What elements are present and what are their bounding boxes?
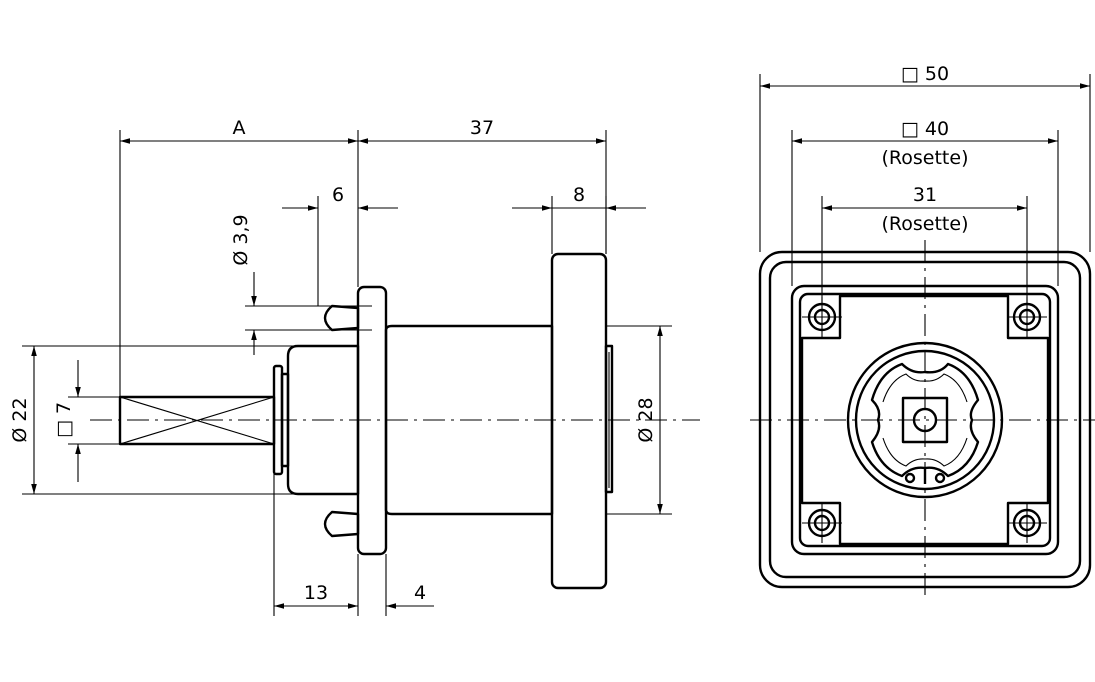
dim-31-label: 31 [913, 184, 937, 206]
dim-sq40-label: □ 40 [901, 118, 949, 140]
front-view: □ 50 □ 40 (Rosette) 31 (Rosette) [750, 63, 1095, 600]
screw-hole-br [1007, 503, 1047, 543]
dim-phi28-label: Ø 28 [635, 397, 657, 442]
dim-phi22-label: Ø 22 [9, 397, 31, 442]
dim-phi39-label: Ø 3,9 [230, 214, 252, 265]
lower-pin [323, 510, 360, 538]
dim-a-label: A [233, 117, 246, 139]
dim-sq50-label: □ 50 [901, 63, 949, 85]
dim-31-note: (Rosette) [882, 213, 969, 235]
dim-sq7-label: □ 7 [53, 402, 75, 438]
central-hub [846, 341, 1004, 499]
dim-4-label: 4 [414, 582, 426, 604]
outer-plate [758, 250, 1092, 589]
back-boss [604, 344, 614, 494]
dim-37-label: 37 [470, 117, 494, 139]
rosette-plate [550, 252, 608, 590]
rosette-square [790, 284, 1060, 556]
dim-8-label: 8 [573, 184, 585, 206]
upper-pin [323, 304, 360, 332]
dim-sq40-note: (Rosette) [882, 147, 969, 169]
dim-13-label: 13 [304, 582, 328, 604]
screw-hole-bl [802, 503, 842, 543]
dim-6-label: 6 [332, 184, 344, 206]
side-view: A 37 6 8 Ø 3,9 Ø 22 □ 7 [9, 117, 700, 616]
rosette-recess [800, 294, 1050, 546]
